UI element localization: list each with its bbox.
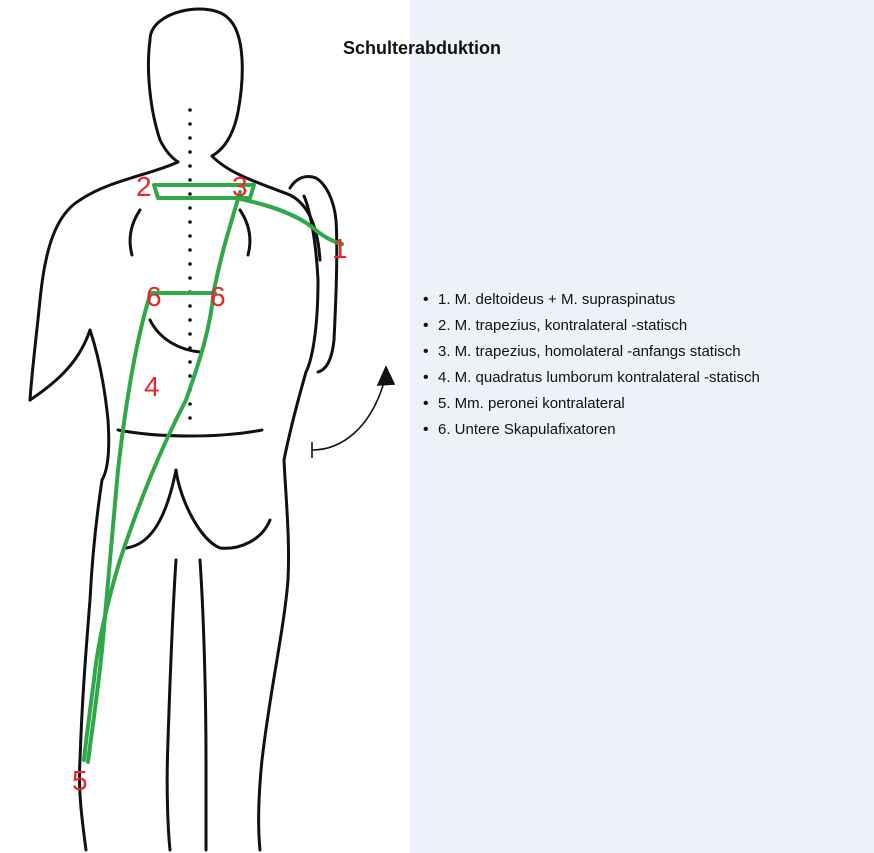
legend-item-6: 6. Untere Skapulafixatoren [420,420,760,446]
legend-list: 1. M. deltoideus + M. supraspinatus 2. M… [420,290,760,446]
legend-item-2: 2. M. trapezius, kontralateral -statisch [420,316,760,342]
marker-2: 2 [136,171,152,202]
legend-item-5: 5. Mm. peronei kontralateral [420,394,760,420]
marker-3: 3 [232,171,248,202]
marker-4: 4 [144,371,160,402]
marker-6a: 6 [146,281,162,312]
legend-item-4: 4. M. quadratus lumborum kontralateral -… [420,368,760,394]
marker-6b: 6 [210,281,226,312]
legend-item-3: 3. M. trapezius, homolateral -anfangs st… [420,342,760,368]
marker-5: 5 [72,765,88,796]
legend-item-1: 1. M. deltoideus + M. supraspinatus [420,290,760,316]
diagram-title: Schulterabduktion [343,38,501,59]
marker-1: 1 [332,233,348,264]
